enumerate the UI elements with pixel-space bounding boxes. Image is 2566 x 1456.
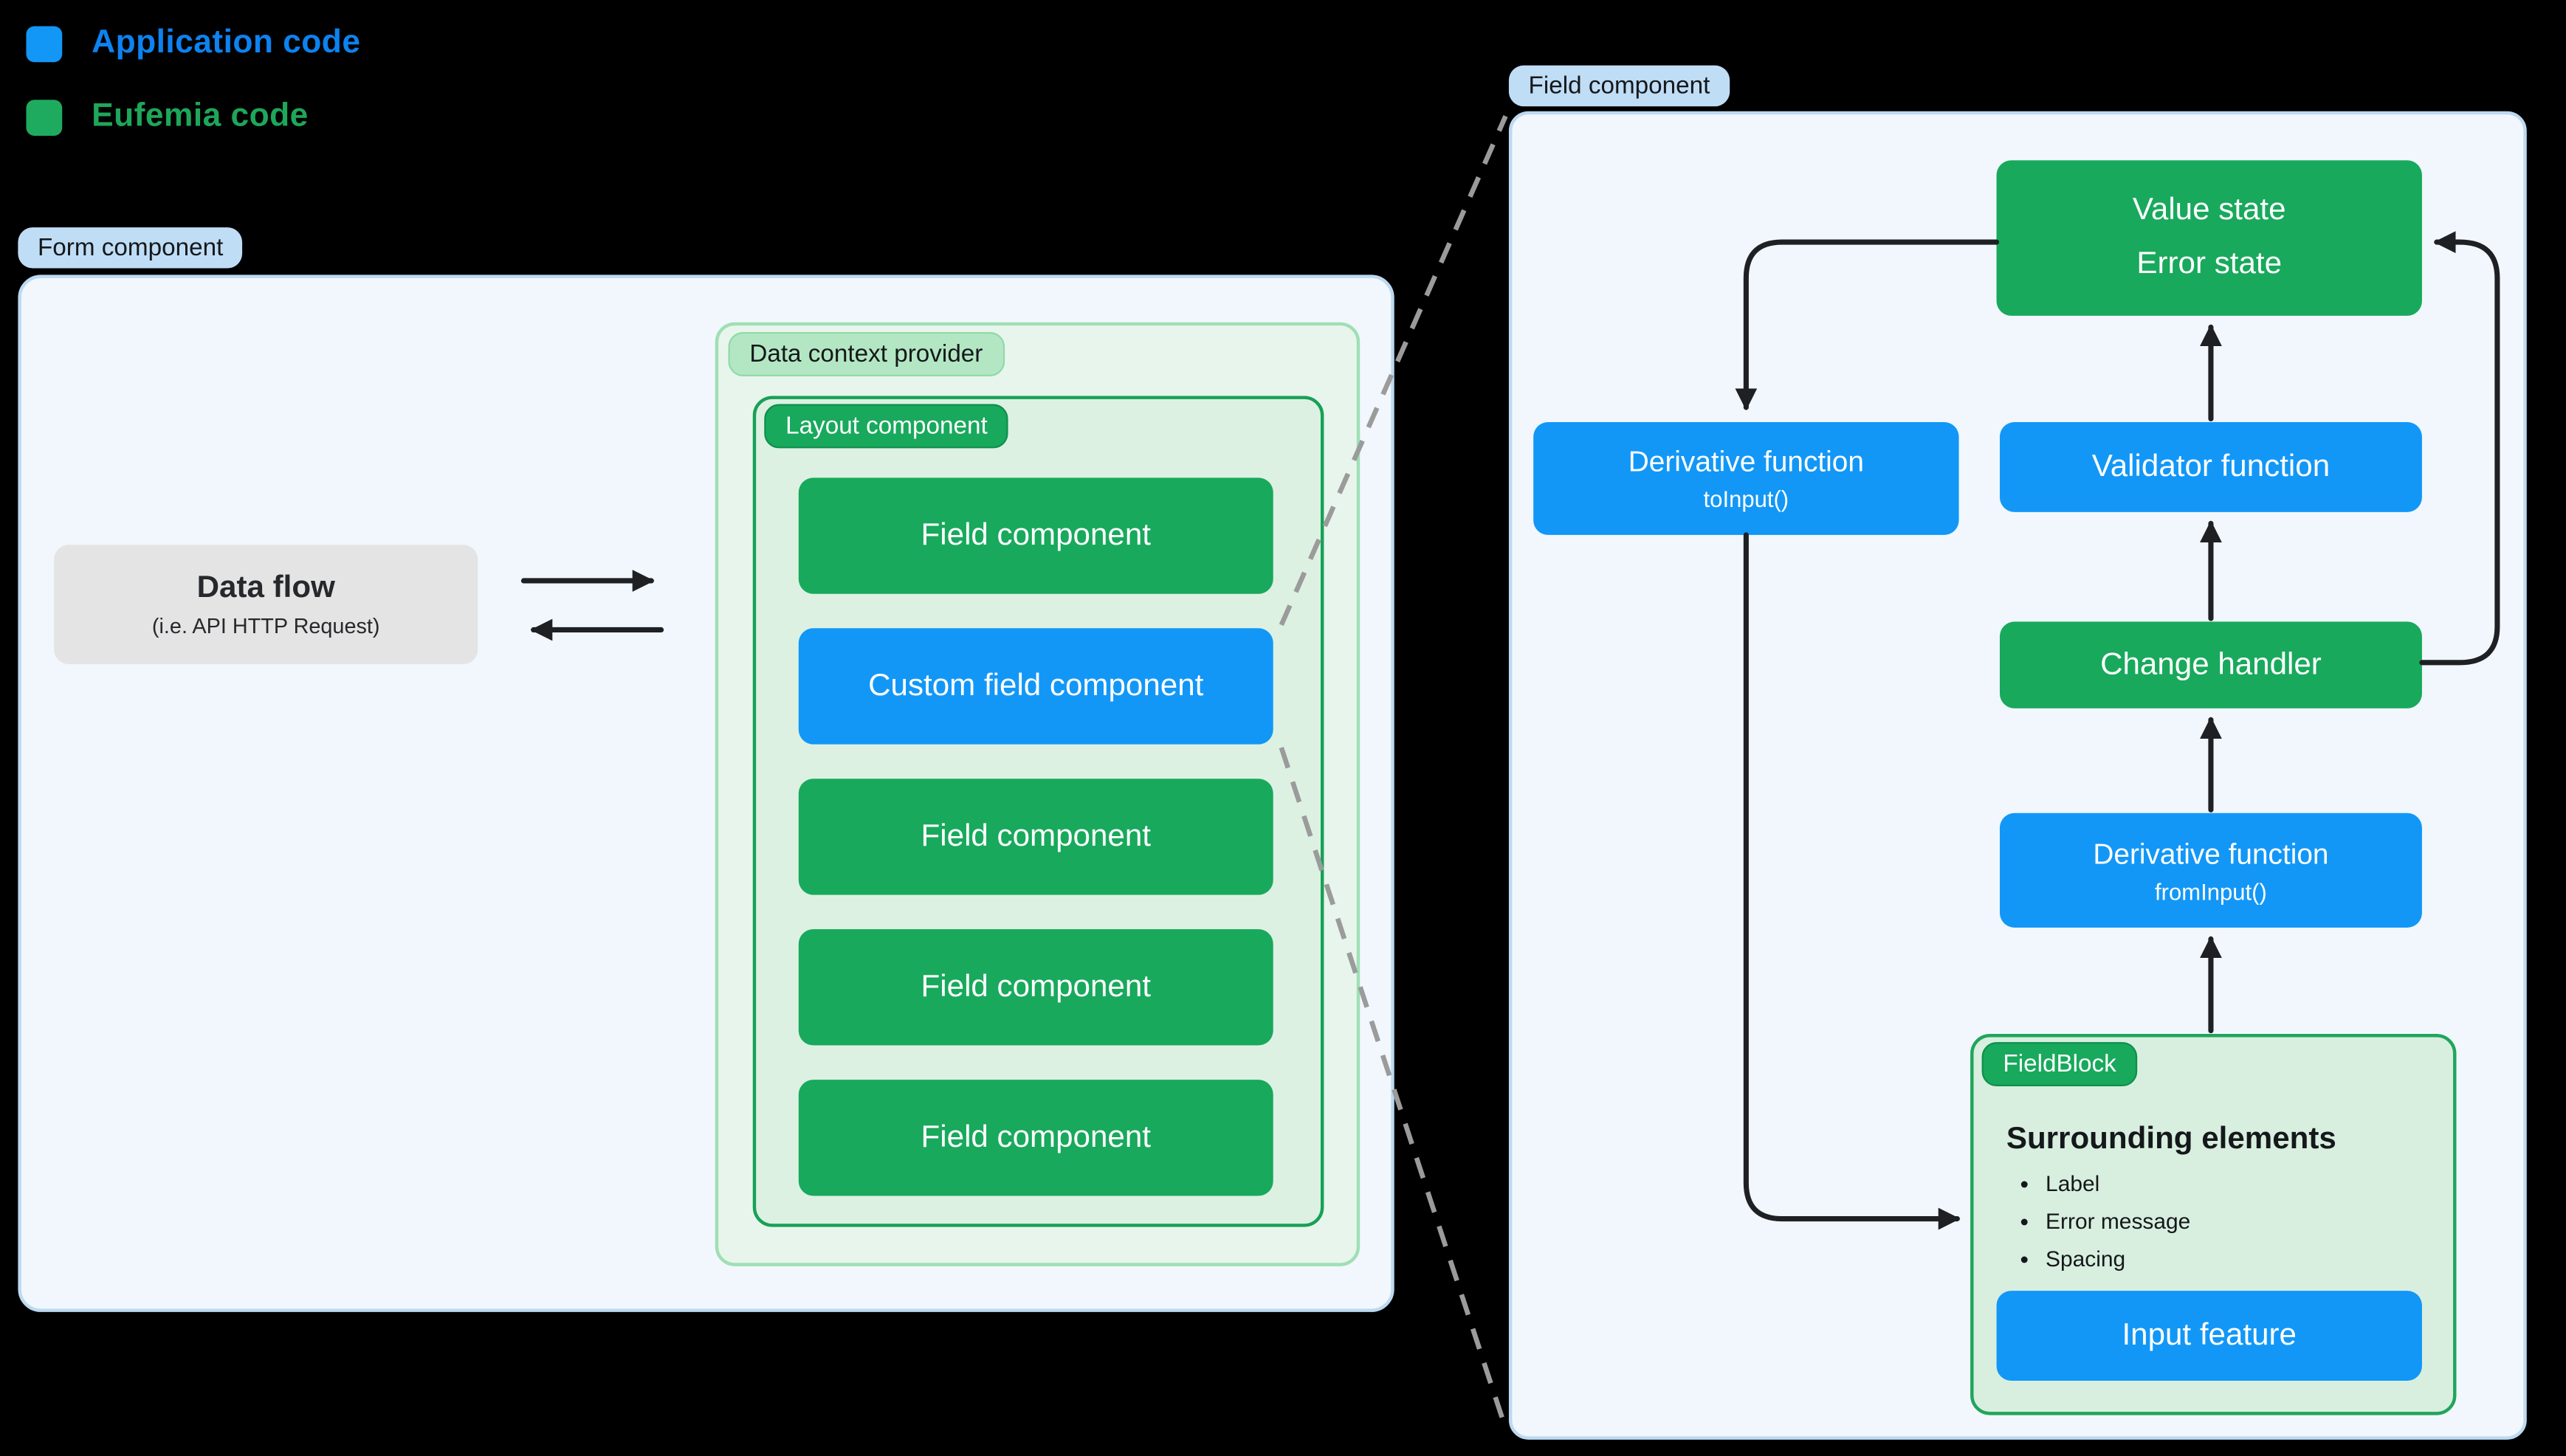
- list-item: Error message: [2046, 1209, 2453, 1233]
- value-state-line1: Value state: [2132, 193, 2286, 228]
- validator-function-label: Validator function: [2091, 449, 2331, 484]
- custom-field-component-label: Custom field component: [868, 668, 1204, 703]
- data-flow-title: Data flow: [196, 570, 335, 606]
- legend: Application code Eufemia code: [26, 24, 360, 136]
- value-state-line2: Error state: [2136, 246, 2283, 282]
- legend-label-eufemia: Eufemia code: [92, 98, 309, 134]
- field-component-box-1: Field component: [798, 477, 1273, 594]
- surrounding-elements-list: Label Error message Spacing: [2009, 1171, 2453, 1271]
- field-component-label: Field component: [921, 517, 1151, 553]
- field-component-box-2: Field component: [798, 779, 1273, 895]
- field-component-detail-pill: Field component: [1508, 65, 1730, 107]
- validator-function-box: Validator function: [1999, 421, 2422, 512]
- field-component-label: Field component: [921, 969, 1151, 1004]
- derivative-from-input-title: Derivative function: [2093, 836, 2329, 870]
- field-component-label: Field component: [921, 1119, 1151, 1154]
- data-flow-box: Data flow (i.e. API HTTP Request): [54, 545, 478, 665]
- custom-field-component-box: Custom field component: [798, 628, 1273, 745]
- input-feature-label: Input feature: [2122, 1317, 2297, 1353]
- change-handler-label: Change handler: [2100, 646, 2322, 682]
- layout-component-pill: Layout component: [764, 404, 1009, 449]
- list-item: Label: [2046, 1171, 2453, 1195]
- field-component-label: Field component: [921, 818, 1151, 854]
- field-component-box-4: Field component: [798, 1080, 1273, 1196]
- surrounding-elements-heading: Surrounding elements: [2006, 1122, 2336, 1157]
- input-feature-box: Input feature: [1996, 1291, 2422, 1381]
- legend-row-application: Application code: [26, 24, 360, 62]
- fieldblock-pill: FieldBlock: [1981, 1042, 2138, 1086]
- legend-row-eufemia: Eufemia code: [26, 98, 360, 136]
- list-item: Spacing: [2046, 1246, 2453, 1271]
- data-flow-subtitle: (i.e. API HTTP Request): [151, 613, 380, 638]
- derivative-from-input-box: Derivative function fromInput(): [1999, 812, 2422, 928]
- derivative-from-input-subtitle: fromInput(): [2155, 877, 2267, 904]
- data-context-provider-pill: Data context provider: [728, 332, 1005, 376]
- derivative-to-input-box: Derivative function toInput(): [1533, 421, 1959, 535]
- field-component-box-3: Field component: [798, 929, 1273, 1046]
- derivative-to-input-subtitle: toInput(): [1703, 486, 1789, 512]
- change-handler-box: Change handler: [1999, 621, 2422, 708]
- eufemia-code-swatch: [26, 99, 63, 135]
- value-state-box: Value state Error state: [1996, 160, 2422, 316]
- form-component-pill: Form component: [18, 227, 243, 269]
- derivative-to-input-title: Derivative function: [1628, 444, 1864, 478]
- legend-label-application: Application code: [92, 24, 361, 61]
- application-code-swatch: [26, 25, 63, 62]
